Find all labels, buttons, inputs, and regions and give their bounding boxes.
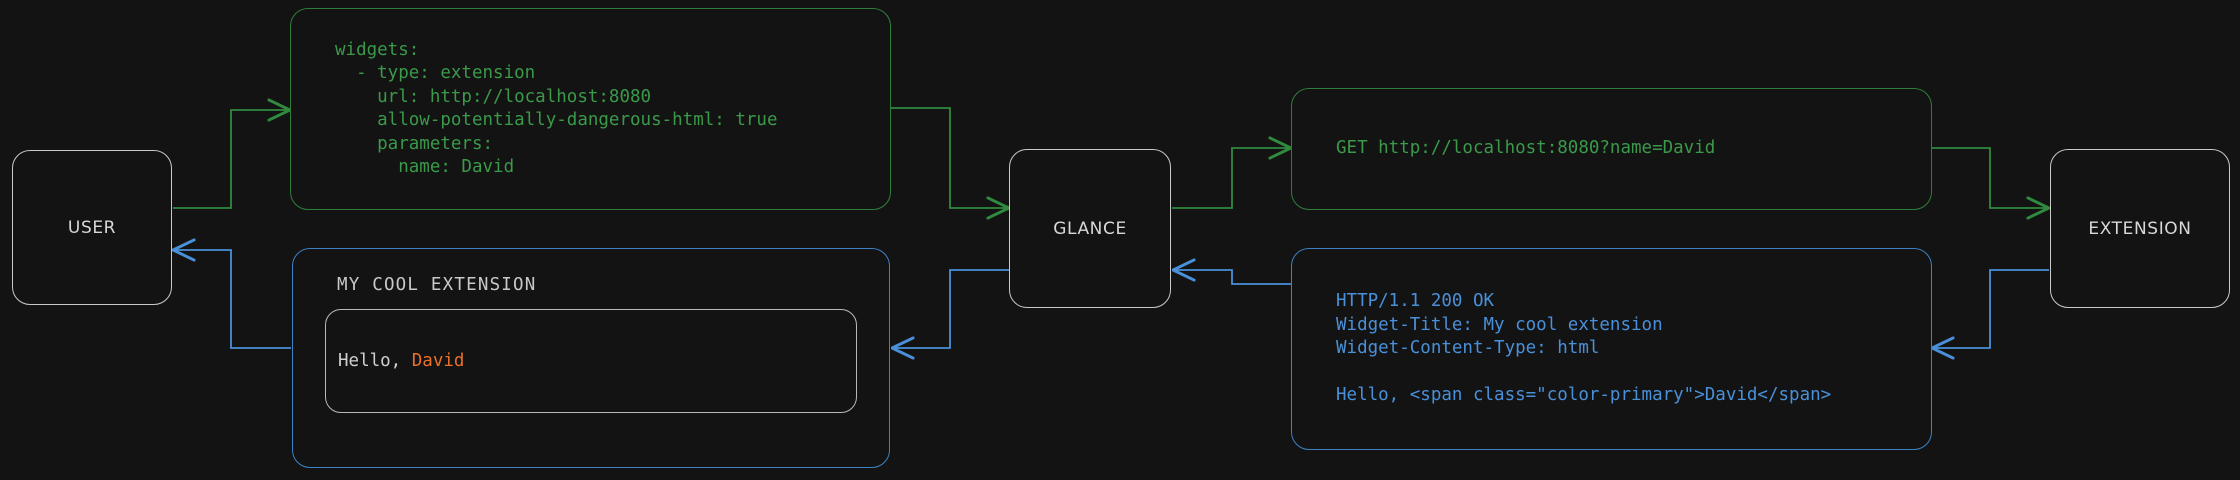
node-user[interactable]: USER: [12, 150, 172, 305]
box-http-request: GET http://localhost:8080?name=David: [1291, 88, 1932, 210]
edge-user-to-config: [173, 110, 289, 209]
edge-glance-to-widget: [893, 269, 1009, 348]
edge-extension-to-response: [1933, 269, 2049, 348]
node-extension[interactable]: EXTENSION: [2050, 149, 2230, 308]
edge-widget-to-user: [174, 250, 291, 349]
edge-request-to-extension: [1931, 147, 2048, 208]
http-request-text: GET http://localhost:8080?name=David: [1336, 138, 1716, 159]
widget-card: Hello, David: [325, 309, 857, 413]
widget-name-accent: David: [411, 351, 465, 371]
node-glance[interactable]: GLANCE: [1009, 149, 1171, 308]
node-extension-label: EXTENSION: [2088, 218, 2192, 239]
node-user-label: USER: [67, 217, 117, 238]
box-rendered-widget: MY COOL EXTENSION Hello, David: [292, 248, 890, 468]
edge-response-to-glance: [1174, 270, 1291, 285]
widget-card-text: Hello, David: [338, 351, 464, 371]
edge-glance-to-request: [1172, 148, 1290, 209]
http-response-text: HTTP/1.1 200 OK Widget-Title: My cool ex…: [1336, 291, 1832, 406]
box-http-response: HTTP/1.1 200 OK Widget-Title: My cool ex…: [1291, 248, 1932, 450]
node-glance-label: GLANCE: [1053, 218, 1127, 239]
edge-config-to-glance: [891, 107, 1008, 208]
widget-title: MY COOL EXTENSION: [337, 275, 537, 295]
widget-greeting: Hello,: [338, 351, 412, 371]
box-yaml-config: widgets: - type: extension url: http://l…: [290, 8, 891, 210]
yaml-config-text: widgets: - type: extension url: http://l…: [335, 39, 778, 178]
